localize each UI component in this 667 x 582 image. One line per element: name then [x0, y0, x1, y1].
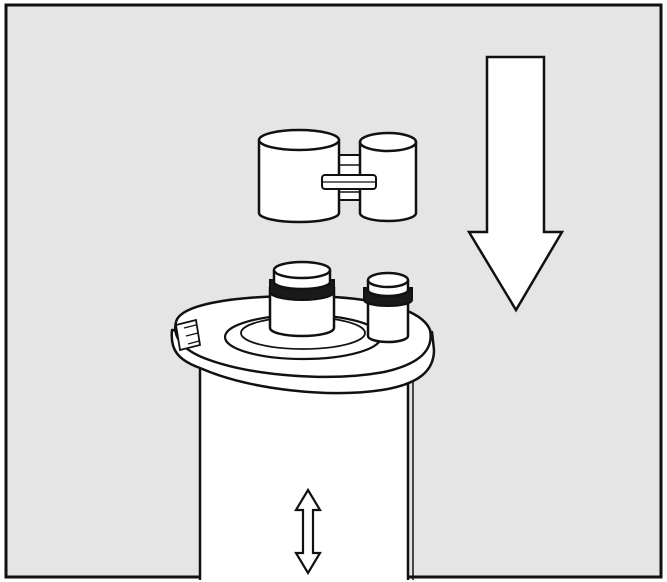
large-port	[268, 260, 336, 338]
connector-cap-piece	[257, 128, 418, 224]
large-cap	[257, 140, 341, 224]
small-cap	[358, 142, 418, 223]
double-arrow-vertical-icon	[294, 487, 322, 576]
arrow-down-icon	[466, 55, 565, 313]
small-port	[363, 271, 413, 344]
